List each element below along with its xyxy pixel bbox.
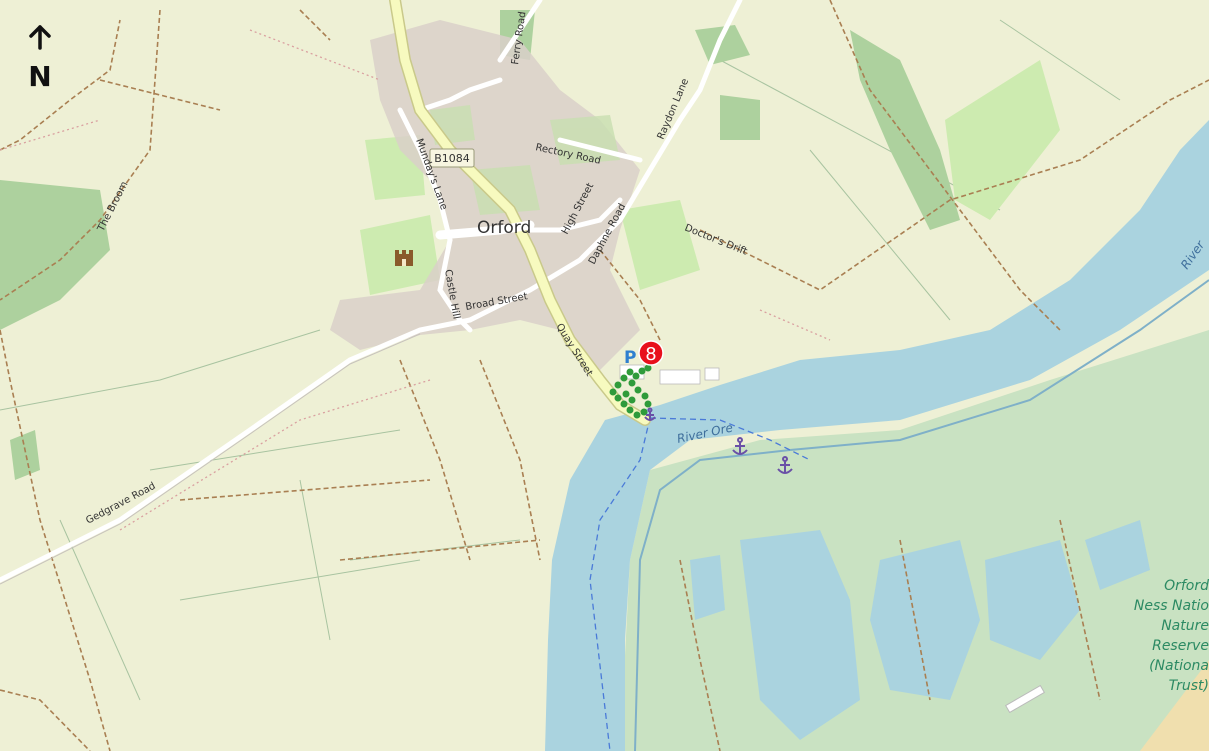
sand-area [1140,660,1209,751]
woodland [0,10,960,480]
compass: N [28,25,52,93]
runway-building [1004,684,1046,714]
reserve-line: Nature [1161,618,1209,634]
route-marker-number: 8 [645,344,656,365]
marsh-lagoons [690,520,1150,740]
b1084-label: B1084 [434,152,470,165]
navigation-route [589,417,811,752]
reserve-line: (Nationa [1149,658,1209,674]
minor-roads-edge [0,333,421,585]
reserve-line: Reserve [1152,638,1209,654]
parking-label[interactable]: P [624,348,636,368]
village-gardens [430,105,620,215]
town-square [435,220,535,240]
route-marker-8[interactable]: 8 [638,340,664,366]
reserve-label: Orford Ness Natio Nature Reserve (Nation… [1134,578,1209,694]
north-arrow-icon [29,25,51,50]
north-letter: N [28,60,51,93]
river-ore [545,120,1209,751]
castle-icon[interactable] [395,250,413,266]
b1084-shield: B1084 [429,148,475,168]
walking-route [609,364,652,419]
town-label[interactable]: Orford [477,218,531,238]
reserve-line: Ness Natio [1134,598,1209,614]
river-channel [634,279,1209,752]
reserve-line: Trust) [1169,678,1209,694]
anchor-icon[interactable] [644,407,656,421]
anchor-icon[interactable] [777,456,793,474]
anchor-icon[interactable] [732,437,748,455]
reserve-line: Orford [1164,578,1209,594]
